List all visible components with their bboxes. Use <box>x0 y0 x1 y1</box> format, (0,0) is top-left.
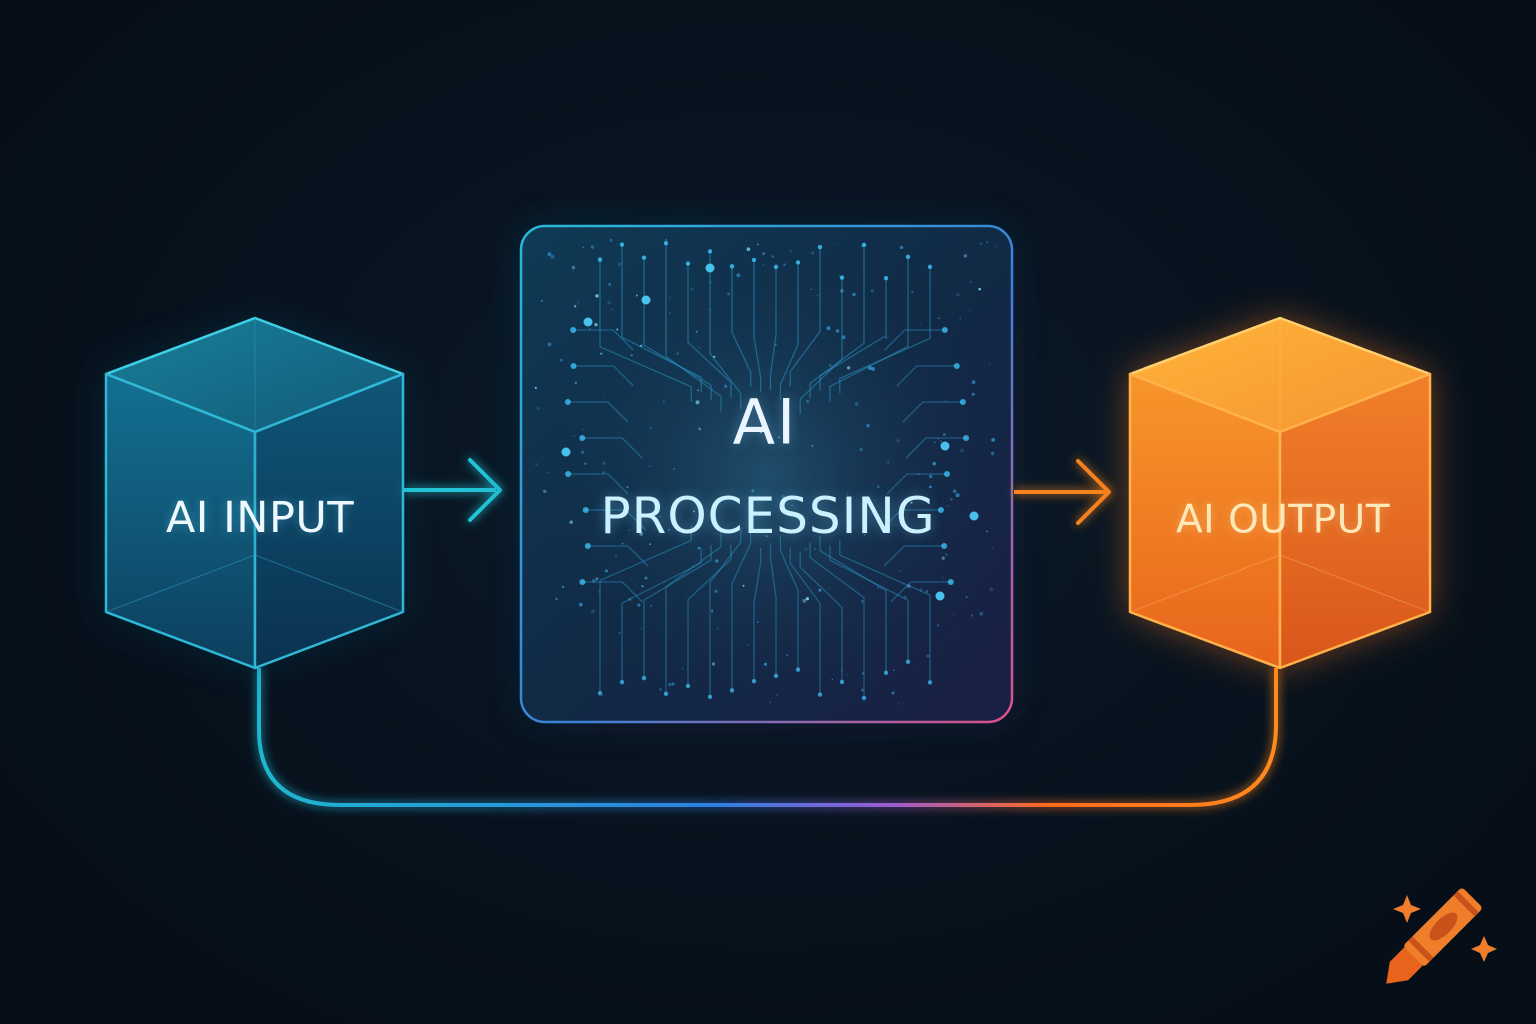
ai-input-label: AI INPUT <box>165 493 355 543</box>
sparkle-icon <box>1393 895 1497 962</box>
arrow-input-to-processing <box>404 458 502 522</box>
ai-processing-subtitle: PROCESSING <box>600 487 936 545</box>
ai-output-label: AI OUTPUT <box>1175 497 1391 543</box>
ai-processing-title: AI <box>732 385 798 459</box>
circuit-pattern <box>534 238 997 705</box>
loop-connector <box>257 668 1278 807</box>
ai-output-cube <box>1128 316 1432 670</box>
ai-processing-panel <box>519 224 1014 724</box>
arrow-processing-to-output <box>1014 459 1111 525</box>
crayon-icon <box>1386 888 1482 984</box>
ai-input-cube <box>104 316 405 670</box>
